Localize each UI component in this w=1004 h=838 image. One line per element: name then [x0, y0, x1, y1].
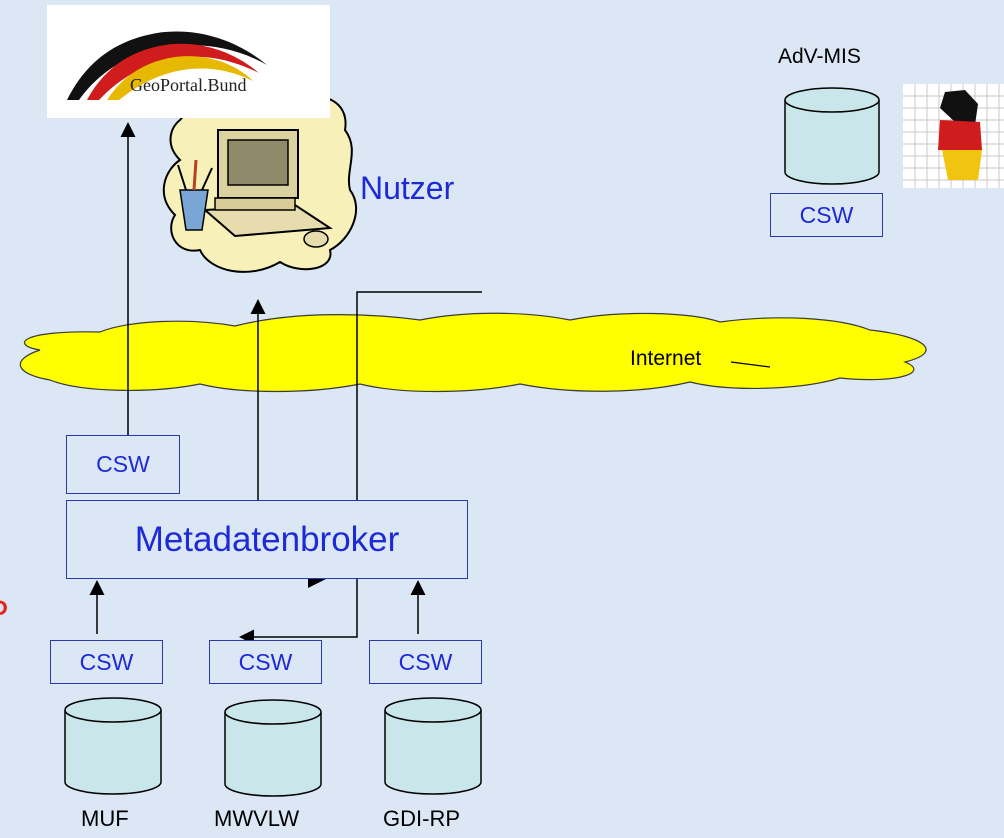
- adv-csw-label: CSW: [799, 201, 854, 228]
- mwvlw-database-cylinder: [224, 699, 322, 797]
- mwvlw-label: MWVLW: [214, 806, 300, 831]
- adv-csw-box[interactable]: CSW: [770, 193, 883, 237]
- muf-database-cylinder: [64, 697, 162, 795]
- mwvlw-csw-label: CSW: [238, 648, 293, 675]
- gdi-rp-database-cylinder: [384, 697, 482, 795]
- gdi-rp-csw-label: CSW: [398, 648, 453, 675]
- geoportal-logo: GeoPortal.Bund: [47, 5, 330, 118]
- internet-connector-line: [730, 361, 771, 368]
- user-label: Nutzer: [360, 170, 455, 206]
- gdi-rp-csw-box[interactable]: CSW: [369, 640, 482, 684]
- mouse-icon: [303, 230, 329, 248]
- pencil-cup-icon: [179, 189, 209, 231]
- internet-cloud: [19, 312, 927, 393]
- muf-csw-box[interactable]: CSW: [50, 640, 163, 684]
- internet-label: Internet: [630, 347, 702, 370]
- adv-database-cylinder: [784, 87, 880, 185]
- arrow-internet-to-mwvlw: [239, 291, 482, 645]
- metadatenbroker-label: Metadatenbroker: [134, 519, 400, 559]
- broker-csw-label: CSW: [96, 451, 150, 477]
- geoportal-logo-text: GeoPortal.Bund: [130, 75, 247, 95]
- mwvlw-csw-box[interactable]: CSW: [209, 640, 322, 684]
- metadatenbroker-box[interactable]: Metadatenbroker: [66, 500, 468, 579]
- muf-csw-label: CSW: [79, 648, 134, 675]
- partial-red-text: P: [0, 594, 9, 633]
- broker-csw-box[interactable]: CSW: [66, 435, 180, 494]
- gdi-rp-label: GDI-RP: [383, 806, 460, 831]
- adv-logo: [903, 84, 1004, 188]
- geoportal-swoosh-icon: [67, 31, 267, 100]
- muf-label: MUF: [81, 806, 129, 831]
- adv-mis-title: AdV-MIS: [778, 45, 861, 68]
